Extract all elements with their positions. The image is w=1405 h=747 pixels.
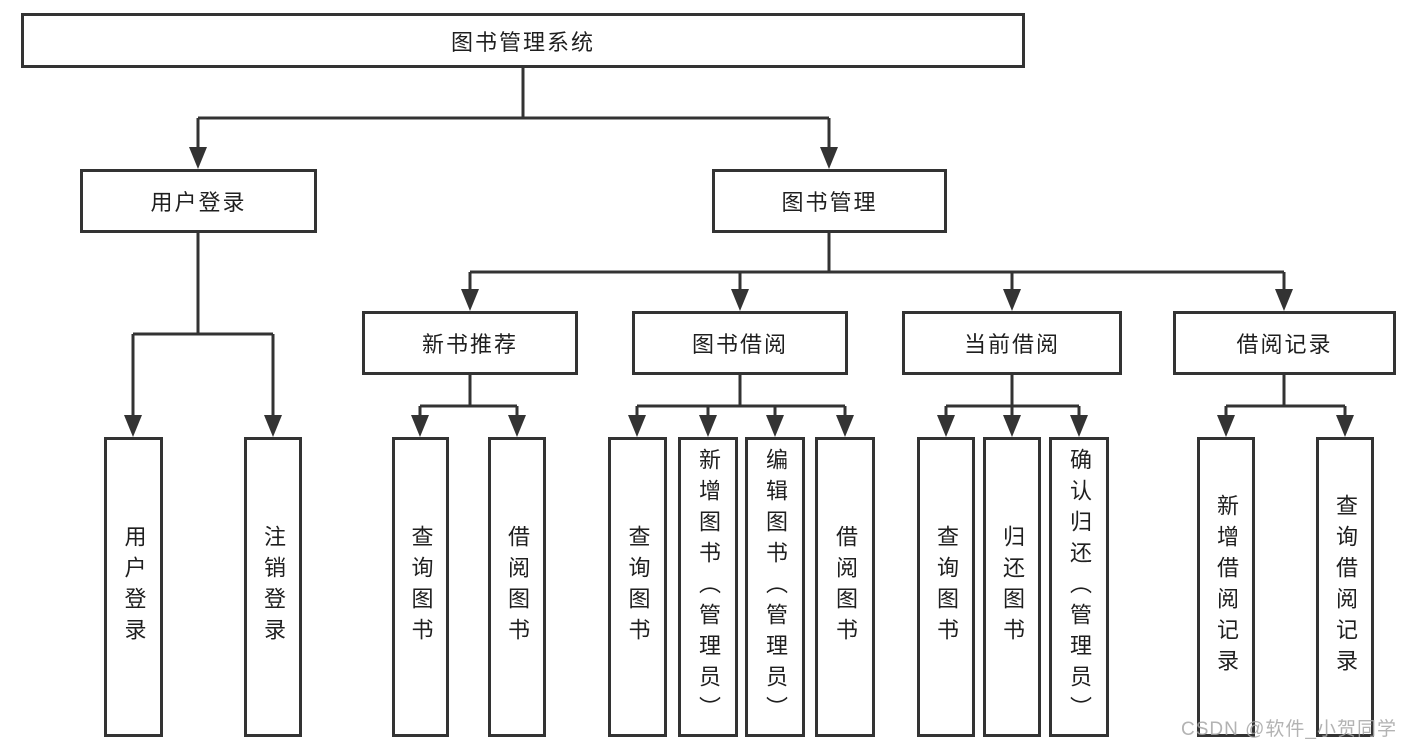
node-label: 新增图书（管理员）	[696, 447, 721, 727]
leaf-query-books-borrow: 查询图书	[608, 437, 667, 737]
node-label: 查询图书	[408, 525, 434, 649]
leaf-query-borrow-record: 查询借阅记录	[1316, 437, 1374, 737]
leaf-confirm-return-admin: 确认归还（管理员）	[1049, 437, 1109, 737]
leaf-add-book-admin: 新增图书（管理员）	[678, 437, 738, 737]
node-library-system: 图书管理系统	[21, 13, 1025, 68]
node-label: 当前借阅	[963, 332, 1060, 357]
node-book-borrowing: 图书借阅	[632, 311, 848, 375]
leaf-add-borrow-record: 新增借阅记录	[1197, 437, 1255, 737]
node-label: 查询图书	[934, 525, 959, 649]
node-label: 借阅图书	[833, 525, 858, 649]
node-borrowing-records: 借阅记录	[1173, 311, 1396, 375]
leaf-user-login: 用户登录	[104, 437, 163, 737]
leaf-borrow-books: 借阅图书	[815, 437, 875, 737]
node-label: 图书管理	[781, 190, 878, 215]
node-label: 新增借阅记录	[1214, 494, 1239, 680]
node-label: 借阅记录	[1236, 332, 1333, 357]
leaf-return-book: 归还图书	[983, 437, 1041, 737]
node-label: 借阅图书	[505, 525, 530, 649]
leaf-query-books-current: 查询图书	[917, 437, 975, 737]
node-label: 确认归还（管理员）	[1067, 447, 1092, 727]
arrowheads	[124, 147, 1354, 437]
node-label: 归还图书	[1000, 525, 1025, 649]
leaf-logout: 注销登录	[244, 437, 302, 737]
node-user-login: 用户登录	[80, 169, 317, 233]
node-label: 用户登录	[121, 525, 147, 649]
leaf-edit-book-admin: 编辑图书（管理员）	[745, 437, 805, 737]
leaf-query-books-recommend: 查询图书	[392, 437, 449, 737]
node-label: 用户登录	[150, 190, 247, 215]
node-label: 注销登录	[261, 525, 286, 649]
leaf-borrow-books-recommend: 借阅图书	[488, 437, 546, 737]
node-label: 查询借阅记录	[1333, 494, 1358, 680]
node-label: 图书管理系统	[450, 29, 595, 55]
node-label: 图书借阅	[691, 332, 788, 357]
node-new-book-recommend: 新书推荐	[362, 311, 578, 375]
node-label: 查询图书	[625, 525, 651, 649]
csdn-watermark: CSDN @软件_小贺同学	[1181, 719, 1397, 740]
node-label: 新书推荐	[421, 332, 518, 357]
node-label: 编辑图书（管理员）	[763, 447, 788, 727]
node-current-borrowing: 当前借阅	[902, 311, 1122, 375]
node-book-management: 图书管理	[712, 169, 947, 233]
